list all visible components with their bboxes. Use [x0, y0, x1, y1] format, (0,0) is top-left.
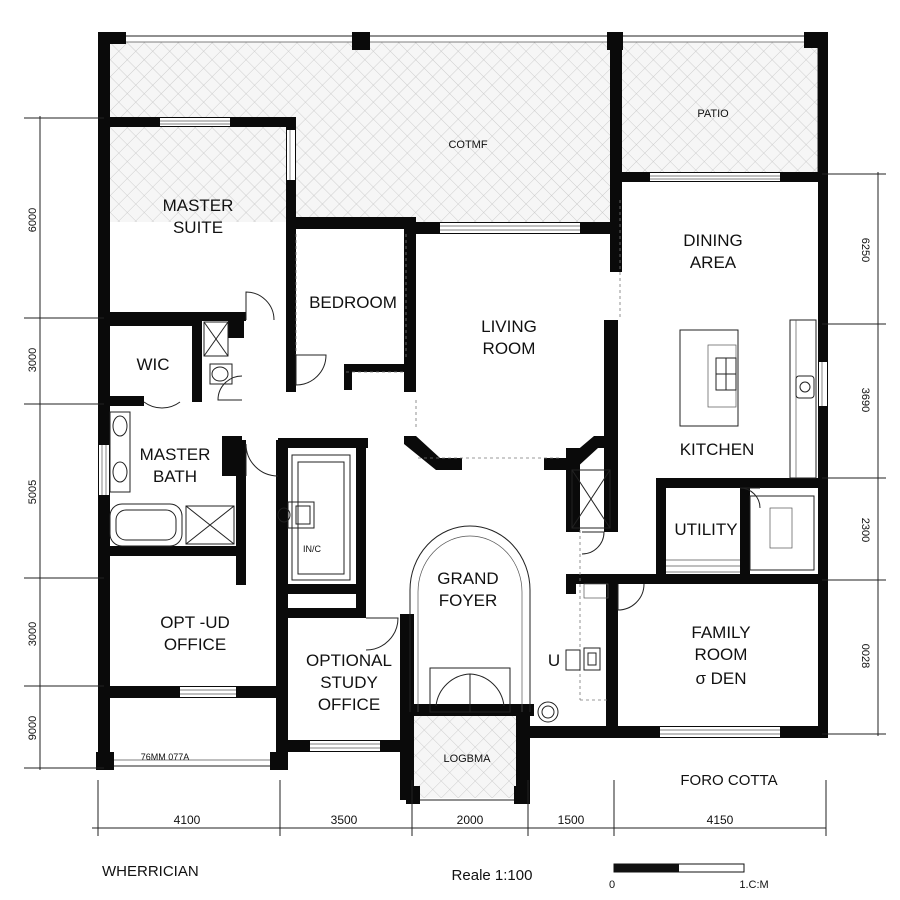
courtyard-label: COTMF: [448, 139, 487, 151]
wc-shower: [203, 321, 229, 357]
bathtub: [109, 503, 183, 547]
plan-title: WHERRICIAN: [102, 863, 199, 880]
opt-office-label: OPT -UD: [160, 613, 230, 632]
hatch-areas: [110, 42, 818, 798]
dim-bottom-4: 1500: [558, 813, 585, 827]
windows: [99, 118, 827, 751]
foyer-arch: [409, 525, 531, 713]
grand-foyer-label: GRAND: [437, 569, 498, 588]
grand-foyer-label-2: FOYER: [439, 591, 498, 610]
dim-bottom-3: 2000: [457, 813, 484, 827]
dim-right-1: 6250: [859, 238, 871, 262]
fixtures: [109, 321, 815, 723]
door-swings: [143, 291, 761, 651]
kitchen-sink: [795, 375, 815, 399]
master-suite-label: MASTER: [163, 196, 234, 215]
dim-left-5: 9000: [27, 716, 39, 740]
dim-left-2: 3000: [27, 348, 39, 372]
living-room-label-2: ROOM: [483, 339, 536, 358]
scale-end-label: 1.C:M: [739, 879, 768, 891]
dining-area-label: DINING: [683, 231, 743, 250]
master-bath-label: MASTER: [140, 445, 211, 464]
linen-label: IN/C: [303, 544, 322, 554]
master-bath-label-2: BATH: [153, 467, 197, 486]
porte-label: FORO COTTA: [680, 772, 777, 789]
interior-lines: [291, 200, 817, 701]
loggia-area: [412, 716, 520, 798]
study-label-3: OFFICE: [318, 695, 380, 714]
dining-area-label-2: AREA: [690, 253, 737, 272]
family-room-label-3: σ DEN: [695, 669, 746, 688]
study-label-2: STUDY: [320, 673, 378, 692]
door-swing-icon: [245, 291, 275, 321]
master-suite-label-2: SUITE: [173, 218, 223, 237]
patio-area: [622, 42, 818, 172]
loggia-label: LOGBMA: [443, 753, 491, 765]
dimension-lines: [24, 116, 886, 836]
family-room-label-2: ROOM: [695, 645, 748, 664]
dim-bottom-5: 4150: [707, 813, 734, 827]
dim-left-4: 3000: [27, 622, 39, 646]
scale-start-label: 0: [609, 879, 615, 891]
dim-right-2: 3690: [859, 388, 871, 412]
dim-right-4: 0028: [859, 644, 871, 668]
scale-bar: [613, 863, 745, 873]
footer: WHERRICIAN Reale 1:100 0 1.C:M: [102, 863, 769, 891]
dimension-labels: 4100 3500 2000 1500 4150 6000 3000 5005 …: [27, 208, 871, 827]
hall-closet: [571, 469, 611, 529]
powder-basin: [287, 501, 315, 529]
opt-office-label-2: OFFICE: [164, 635, 226, 654]
dim-bottom-1: 4100: [174, 813, 201, 827]
patio-label: PATIO: [697, 108, 729, 120]
dim-left-3: 5005: [27, 480, 39, 504]
bedroom-label: BEDROOM: [309, 293, 397, 312]
wic-label: WIC: [136, 355, 169, 374]
shower: [185, 505, 235, 545]
dim-bottom-2: 3500: [331, 813, 358, 827]
courtyard-area: [110, 42, 610, 222]
water-heater: [537, 701, 559, 723]
study-label: OPTIONAL: [306, 651, 392, 670]
kitchen-label: KITCHEN: [680, 440, 755, 459]
dim-left-1: 6000: [27, 208, 39, 232]
garden-note: 76MM 077A: [141, 752, 190, 762]
living-room-label: LIVING: [481, 317, 537, 336]
family-room-label: FAMILY: [691, 623, 750, 642]
utility-label: UTILITY: [674, 520, 737, 539]
dim-right-3: 2300: [859, 518, 871, 542]
kitchen-island: [679, 329, 739, 427]
u-label: U: [548, 651, 560, 670]
scale-text: Reale 1:100: [452, 867, 533, 884]
room-labels: COTMF PATIO MASTER SUITE BEDROOM LIVING …: [136, 108, 777, 789]
